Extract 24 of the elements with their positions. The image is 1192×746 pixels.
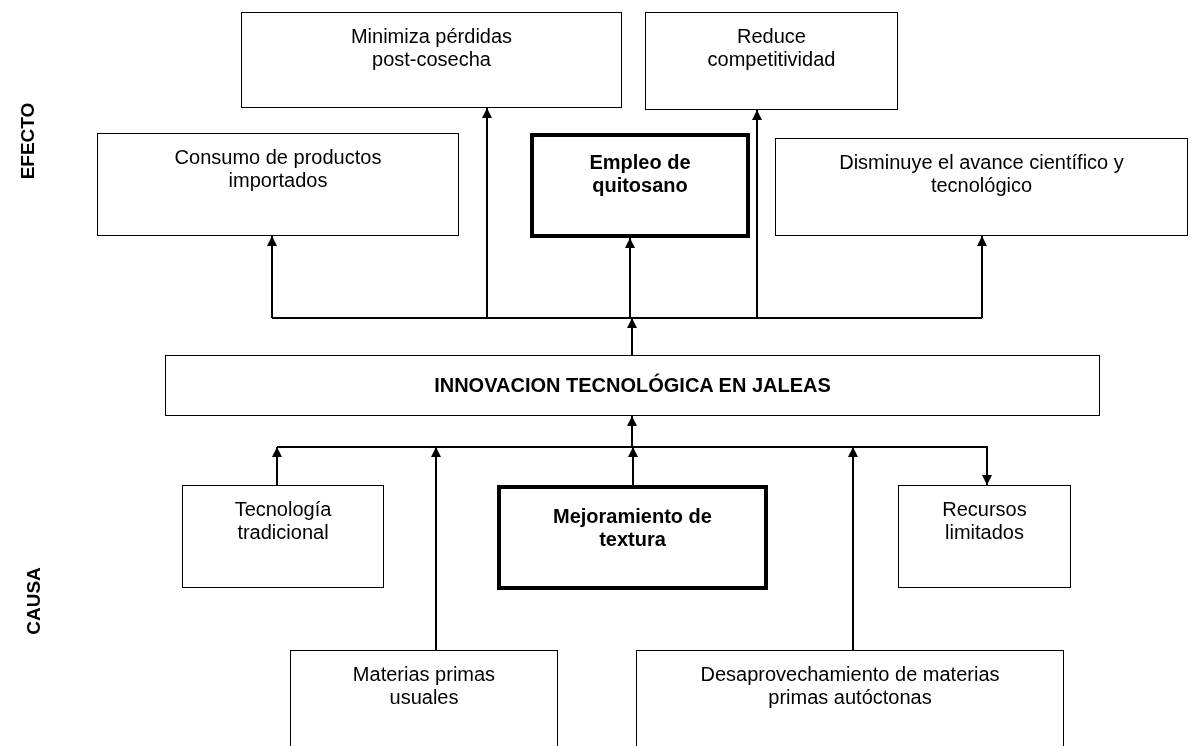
text-box: Desaprovechamiento de materias primas autóctonas xyxy=(636,650,1064,746)
arrow xyxy=(977,235,987,319)
text-box: Recursos limitados xyxy=(898,485,1071,588)
arrow xyxy=(482,107,492,319)
text-box: Minimiza pérdidas post-cosecha xyxy=(241,12,622,108)
text-box: Reduce competitividad xyxy=(645,12,898,110)
side-label: EFECTO xyxy=(17,102,40,180)
trunk-arrow xyxy=(276,415,854,448)
arrow xyxy=(752,109,762,319)
text-box: Tecnología tradicional xyxy=(182,485,384,588)
key-box: Mejoramiento de textura xyxy=(497,485,768,590)
arrow xyxy=(848,446,858,651)
key-box: Empleo de quitosano xyxy=(530,133,750,238)
arrow xyxy=(267,235,277,319)
arrow xyxy=(272,446,282,486)
arrow xyxy=(628,446,638,486)
arrow xyxy=(625,237,635,319)
text-box: Consumo de productos importados xyxy=(97,133,459,236)
text-box: Disminuye el avance científico y tecnológico xyxy=(775,138,1188,236)
side-label: CAUSA xyxy=(22,567,45,635)
central-box: INNOVACION TECNOLÓGICA EN JALEAS xyxy=(165,355,1100,416)
arrow xyxy=(431,446,441,651)
trunk-arrow xyxy=(271,317,983,356)
text-box: Materias primas usuales xyxy=(290,650,558,746)
